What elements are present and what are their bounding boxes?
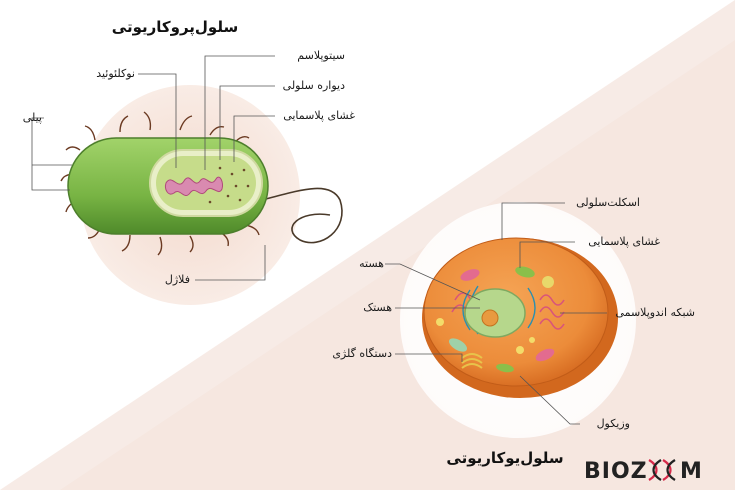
pili-shapes: [60, 111, 260, 256]
brand-dna-icon: [648, 459, 676, 481]
nucleoid-shape: [165, 176, 223, 197]
label-nucleoid: نوکلئوئید: [96, 67, 135, 80]
prokaryote-leaders: [31, 55, 275, 281]
ribosome-dots: [208, 166, 250, 204]
label-pili: پیلی: [23, 111, 42, 124]
label-vesicle: وزیکول: [597, 417, 630, 430]
label-nucleolus: هستک: [363, 301, 392, 314]
label-cell-wall: دیواره سلولی: [283, 79, 345, 92]
label-flagellum: فلاژل: [165, 273, 190, 286]
golgi-shape: [461, 353, 483, 369]
label-nucleus: هسته: [359, 257, 384, 270]
eukaryote-leaders: [385, 202, 607, 425]
eukaryote-title: سلول‌یوکاریوتی: [446, 449, 563, 467]
label-plasma-membrane-eukaryote: غشای پلاسمایی: [588, 235, 660, 248]
brand-text-2: M: [680, 459, 703, 484]
label-plasma-membrane-prokaryote: غشای پلاسمایی: [283, 109, 355, 122]
brand-text-1: BIOZ: [584, 459, 648, 484]
biozoom-logo: BIOZ M: [584, 459, 703, 484]
flagellum-shape: [261, 187, 343, 244]
organelles: [436, 266, 555, 373]
label-er: شبکه اندوپلاسمی: [615, 306, 695, 319]
nucleolus-shape: [481, 309, 499, 327]
label-golgi: دستگاه گلژی: [332, 347, 392, 360]
label-cytoplasm: سیتوپلاسم: [297, 49, 345, 62]
label-cytoskeleton: اسکلت‌سلولی: [576, 196, 640, 209]
prokaryote-title: سلول‌پروکاریوتی: [112, 18, 238, 37]
